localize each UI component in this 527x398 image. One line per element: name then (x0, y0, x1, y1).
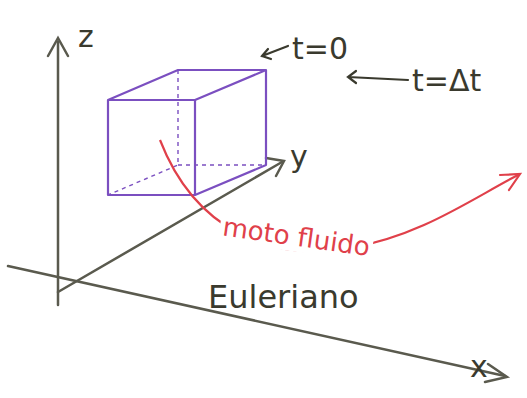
control-volume-cube (108, 70, 266, 195)
flow-arrowhead (500, 174, 520, 190)
axis-label: x (470, 350, 488, 383)
flow-label: moto fluido (218, 212, 375, 262)
z-arrowhead (48, 38, 68, 56)
z-axis (57, 42, 60, 305)
pointer-arrow (348, 71, 408, 83)
x-axis (8, 266, 505, 376)
y-arrowhead (266, 158, 284, 176)
pointer-arrow (262, 46, 288, 59)
time-label: t=0 (292, 32, 348, 65)
title-label: Euleriano (208, 280, 359, 315)
axis-label: z (78, 20, 94, 53)
time-label: t=Δt (412, 64, 481, 97)
x-arrowhead (485, 364, 507, 382)
axis-label: y (290, 140, 308, 173)
